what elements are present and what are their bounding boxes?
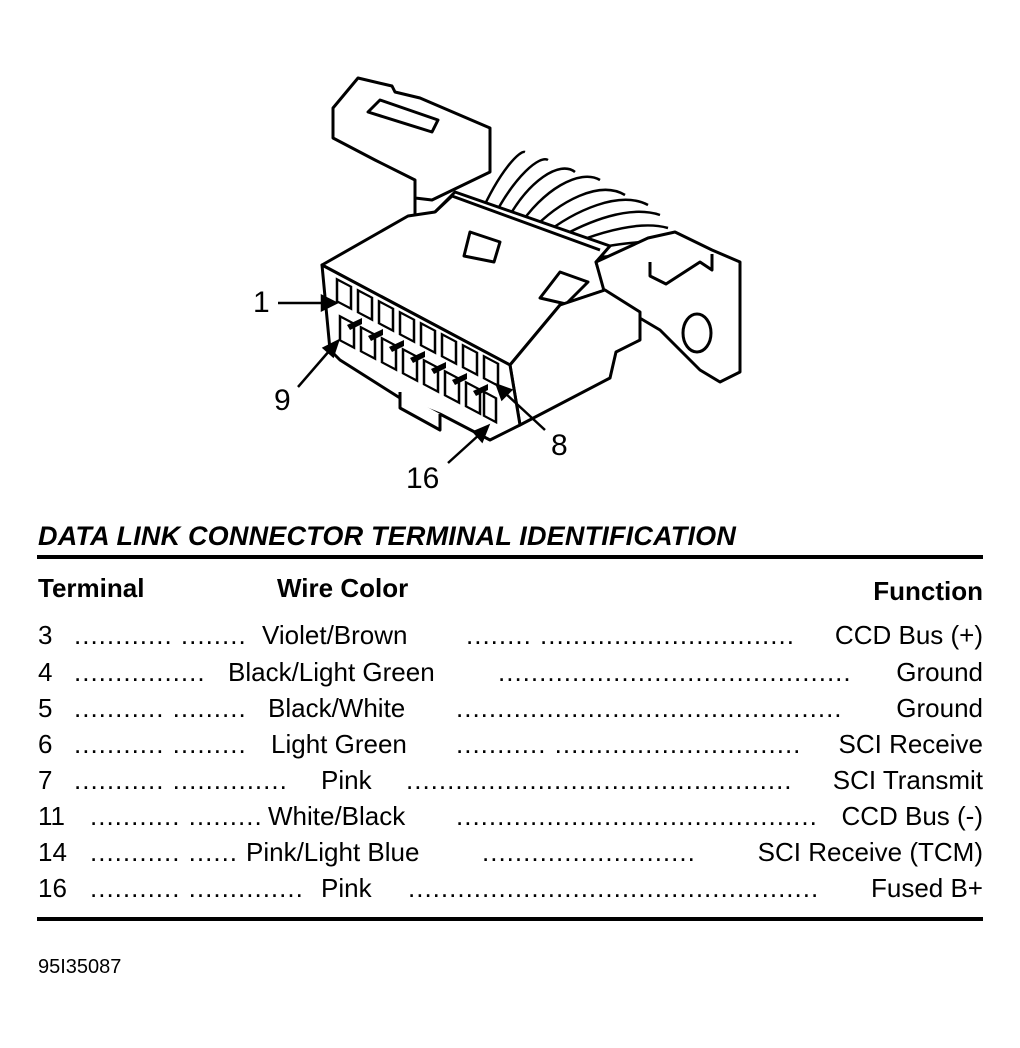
top-tab-2 [538, 270, 590, 306]
arrow-pin-9 [321, 338, 341, 359]
header-wire-color: Wire Color [277, 573, 409, 603]
leader-dots: ........................................… [498, 657, 852, 687]
leader-dots: ........... ............................… [456, 729, 802, 759]
callout-arrows [278, 293, 546, 464]
terminal-function: SCI Transmit [832, 765, 983, 795]
terminal-function: Ground [896, 657, 983, 687]
terminal-function: SCI Receive (TCM) [757, 837, 983, 867]
arrow-pin-1 [320, 293, 339, 313]
table-row: 16 ........... .............. Pink .....… [38, 873, 983, 909]
leader-dots: ........... ......... [74, 693, 247, 723]
terminal-function: SCI Receive [838, 729, 984, 759]
wire-color: White/Black [268, 801, 406, 831]
terminal-function: CCD Bus (+) [834, 620, 983, 650]
table-row: 6 ........... ......... Light Green ....… [38, 729, 983, 765]
callout-pin-1: 1 [253, 286, 270, 319]
terminal-function: Fused B+ [870, 873, 983, 903]
leader-dots: ........... .............. [74, 765, 288, 795]
arrow-pin-8 [494, 382, 514, 402]
top-rule [37, 555, 983, 559]
leader-dots: ........................................… [456, 693, 843, 723]
pin-cavities-top-row [335, 277, 500, 388]
wire-color: Pink/Light Blue [246, 837, 420, 867]
wire-color: Light Green [271, 729, 407, 759]
terminal-number: 14 [38, 837, 67, 867]
leader-dots: ........... ...... [90, 837, 239, 867]
table-row: 7 ........... .............. Pink ......… [38, 765, 983, 801]
leader-dots: ........................................… [456, 801, 818, 831]
terminal-number: 16 [38, 873, 67, 903]
terminal-number: 5 [38, 693, 53, 723]
connector-illustration [278, 76, 742, 464]
table-row: 11 ........... ......... White/Black ...… [38, 801, 983, 837]
mounting-hole [681, 312, 713, 354]
table-row: 5 ........... ......... Black/White ....… [38, 693, 983, 729]
leader-dots: ........... ......... [90, 801, 263, 831]
leader-dots: ............ ........ [74, 620, 247, 650]
wire-color: Violet/Brown [262, 620, 408, 650]
connector-side [508, 288, 642, 427]
callout-pin-8: 8 [551, 429, 568, 462]
header-function: Function [873, 576, 983, 606]
callout-pin-16: 16 [406, 462, 440, 495]
leader-dots: ........................................… [406, 765, 793, 795]
table-row: 3 ............ ........ Violet/Brown ...… [38, 620, 983, 656]
terminal-number: 3 [38, 620, 53, 650]
terminal-number: 6 [38, 729, 53, 759]
terminal-number: 4 [38, 657, 53, 687]
terminal-number: 7 [38, 765, 53, 795]
leader-dots: ................ [74, 657, 206, 687]
terminal-function: CCD Bus (-) [841, 801, 983, 831]
upper-latch [331, 76, 492, 202]
terminal-number: 11 [38, 801, 65, 831]
top-tab-1 [462, 230, 502, 264]
bottom-rule [37, 917, 983, 921]
latch-slot [366, 98, 440, 134]
leader-dots: ........ ............................... [466, 620, 795, 650]
header-terminal: Terminal [38, 573, 145, 603]
terminal-function: Ground [896, 693, 983, 723]
leader-dots: .......................... [482, 837, 696, 867]
wire-color: Pink [321, 873, 372, 903]
callout-pin-9: 9 [274, 384, 291, 417]
wire-color: Black/Light Green [228, 657, 435, 687]
leader-dots: ........... ......... [74, 729, 247, 759]
table-title: DATA LINK CONNECTOR TERMINAL IDENTIFICAT… [38, 521, 737, 551]
table-row: 14 ........... ...... Pink/Light Blue ..… [38, 837, 983, 873]
wire-color: Black/White [268, 693, 406, 723]
leader-dots: ........... .............. [90, 873, 304, 903]
wire-color: Pink [321, 765, 372, 795]
leader-dots: ........................................… [408, 873, 820, 903]
pin-contacts [347, 318, 488, 396]
arrow-pin-16 [471, 423, 491, 444]
figure-id: 95I35087 [38, 956, 122, 978]
table-row: 4 ................ Black/Light Green ...… [38, 657, 983, 693]
